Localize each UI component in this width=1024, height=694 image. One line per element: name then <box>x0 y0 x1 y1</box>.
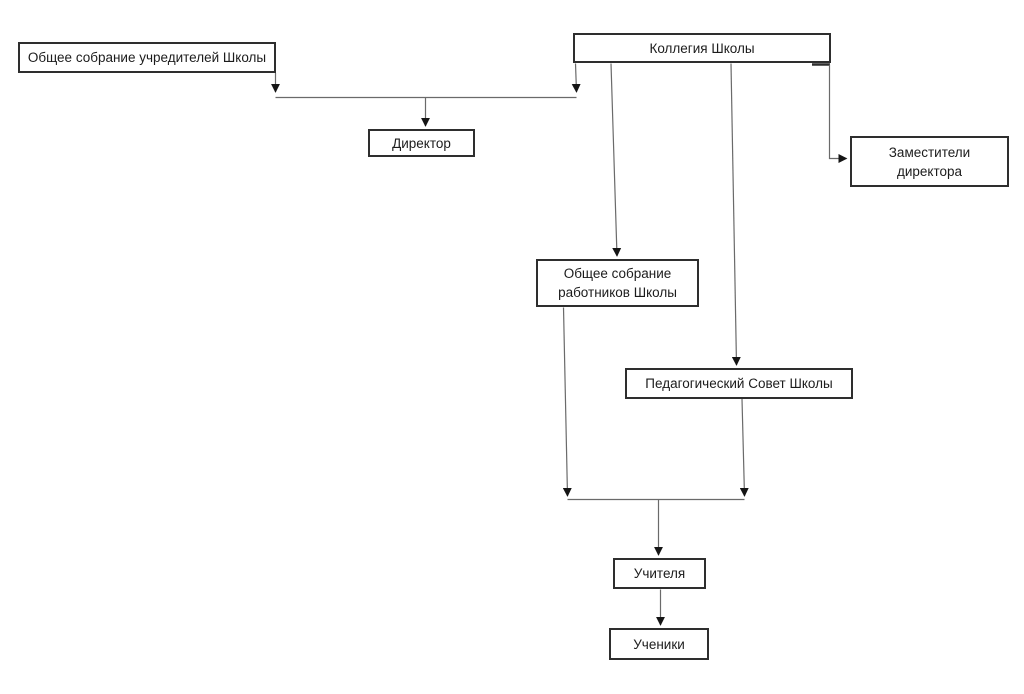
edge-collegium-to-deputies <box>828 64 848 163</box>
node-workers-meeting: Общее собрание работников Школы <box>536 259 699 307</box>
edge-collegium-to-workers <box>610 63 622 257</box>
edge-pedcouncil-down-arrow <box>739 398 749 497</box>
node-director: Директор <box>368 129 475 157</box>
node-school-collegium: Коллегия Школы <box>573 33 831 63</box>
node-pedagogical-council: Педагогический Совет Школы <box>625 368 853 399</box>
edge-collegium-down-arrow <box>571 63 581 93</box>
edge-workers-down-arrow <box>562 307 572 497</box>
node-founders-meeting: Общее собрание учредителей Школы <box>18 42 276 73</box>
node-students: Ученики <box>609 628 709 660</box>
node-deputy-directors: Заместители директора <box>850 136 1009 187</box>
edge-collegium-to-pedcouncil <box>730 63 741 366</box>
node-teachers: Учителя <box>613 558 706 589</box>
